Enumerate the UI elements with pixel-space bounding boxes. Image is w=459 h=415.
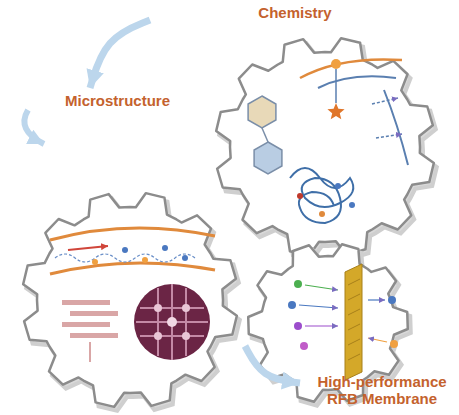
- functional-group: [327, 103, 344, 119]
- ion-arrow: [368, 338, 387, 342]
- framework-pore: [167, 317, 177, 327]
- ion-dot: [142, 257, 148, 263]
- ion-dot: [294, 280, 302, 288]
- gear-body: [216, 38, 434, 256]
- flow-arrow: [90, 20, 150, 88]
- polymer-chain: [300, 59, 402, 78]
- ion-arrow: [305, 325, 338, 326]
- layer-arrow: [89, 342, 91, 362]
- polymer-chain: [318, 76, 396, 88]
- ion-dot: [92, 259, 98, 265]
- ion-dot: [300, 342, 308, 350]
- gear-body: [23, 193, 237, 407]
- ion-dot: [390, 340, 398, 348]
- ion-dot: [297, 193, 303, 199]
- ion-dot: [162, 245, 168, 251]
- ion-dot: [388, 296, 396, 304]
- interaction-arrow: [376, 134, 402, 138]
- framework-pore: [154, 332, 162, 340]
- ion-dot: [182, 255, 188, 261]
- gear-node: Microstructure: [10, 88, 245, 415]
- layer-sheet: [62, 322, 110, 327]
- channel-wave: [55, 254, 195, 262]
- channel-wall: [50, 228, 215, 240]
- benzene-ring: [254, 142, 282, 174]
- ion-arrow: [299, 305, 338, 308]
- gear-node: High-performance RFB Membrane: [300, 245, 459, 415]
- framework-pore: [154, 304, 162, 312]
- side-chain: [335, 69, 337, 103]
- gear-heading: High-performance RFB Membrane: [312, 373, 452, 408]
- gear-heading: Microstructure: [60, 92, 175, 109]
- ion-dot: [122, 247, 128, 253]
- side-group: [331, 59, 341, 69]
- gear-outline: [10, 88, 245, 415]
- polymer-chain: [384, 90, 408, 165]
- ion-dot: [349, 202, 355, 208]
- framework-pore: [182, 304, 190, 312]
- bond-line: [262, 128, 268, 142]
- membrane-slab: [345, 264, 362, 380]
- framework-pore: [182, 332, 190, 340]
- transport-arrow: [68, 246, 108, 250]
- ion-dot: [319, 211, 325, 217]
- layer-sheet: [62, 300, 110, 305]
- flow-arrow: [245, 346, 300, 383]
- polymer-tangle: [290, 168, 353, 223]
- ion-arrow: [305, 285, 338, 290]
- ion-dot: [288, 301, 296, 309]
- membrane-texture: [348, 279, 360, 360]
- channel-wall: [50, 263, 215, 274]
- ion-dot: [335, 183, 341, 189]
- cycle-arrow: [24, 110, 44, 144]
- layer-sheet: [70, 333, 118, 338]
- framework-crystal: [134, 284, 210, 360]
- ion-arrow: [368, 299, 385, 300]
- interaction-arrow: [372, 98, 398, 104]
- benzene-ring: [248, 96, 276, 128]
- ion-dot: [294, 322, 302, 330]
- framework-lattice: [136, 284, 208, 360]
- layer-sheet: [70, 311, 118, 316]
- gear-heading: Chemistry: [245, 4, 345, 21]
